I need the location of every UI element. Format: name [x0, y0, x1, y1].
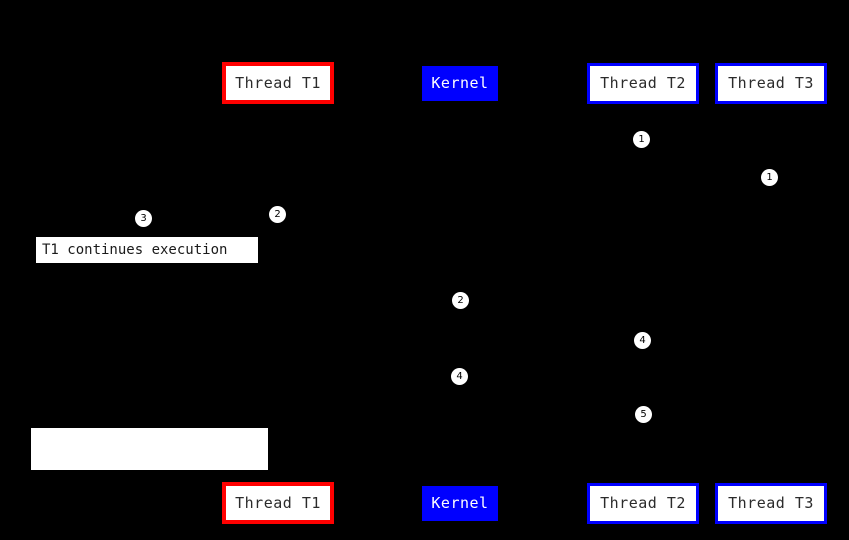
participant-thread-t3-top[interactable]: Thread T3 [715, 63, 827, 104]
participant-thread-t2-top-label: Thread T2 [600, 74, 686, 92]
step-badge-t1-2-number: 2 [274, 208, 281, 220]
participant-thread-t1-bottom-label: Thread T1 [235, 493, 321, 512]
step-badge-t1-2: 2 [269, 206, 286, 223]
step-badge-t2-4: 4 [634, 332, 651, 349]
participant-thread-t3-bottom-label: Thread T3 [728, 494, 814, 512]
note-t1-continues-execution: T1 continues execution [36, 237, 258, 263]
participant-thread-t1-bottom[interactable]: Thread T1 [222, 482, 334, 524]
step-badge-t1-3-number: 3 [140, 212, 147, 224]
lifeline-t1 [278, 104, 279, 482]
lifeline-t2 [643, 104, 644, 483]
note-t1-continues-execution-text: T1 continues execution [42, 242, 228, 258]
step-badge-t2-1-number: 1 [638, 133, 645, 145]
step-badge-t3-1-number: 1 [766, 171, 773, 183]
participant-thread-t1-top[interactable]: Thread T1 [222, 62, 334, 104]
step-badge-t1-3: 3 [135, 210, 152, 227]
participant-thread-t1-top-label: Thread T1 [235, 73, 321, 92]
participant-thread-t3-top-label: Thread T3 [728, 74, 814, 92]
step-badge-kernel-2-number: 2 [457, 294, 464, 306]
step-badge-kernel-4: 4 [451, 368, 468, 385]
participant-kernel-top-label: Kernel [431, 74, 489, 92]
participant-kernel-bottom-label: Kernel [431, 494, 489, 512]
step-badge-t2-5-number: 5 [640, 408, 647, 420]
participant-thread-t2-bottom-label: Thread T2 [600, 494, 686, 512]
participant-kernel-bottom[interactable]: Kernel [422, 486, 498, 521]
step-badge-kernel-4-number: 4 [456, 370, 463, 382]
lifeline-t3 [771, 104, 772, 483]
step-badge-t3-1: 1 [761, 169, 778, 186]
participant-thread-t3-bottom[interactable]: Thread T3 [715, 483, 827, 524]
note-blank-bottom [31, 428, 268, 470]
step-badge-kernel-2: 2 [452, 292, 469, 309]
step-badge-t2-4-number: 4 [639, 334, 646, 346]
participant-thread-t2-top[interactable]: Thread T2 [587, 63, 699, 104]
participant-kernel-top[interactable]: Kernel [422, 66, 498, 101]
step-badge-t2-1: 1 [633, 131, 650, 148]
step-badge-t2-5: 5 [635, 406, 652, 423]
participant-thread-t2-bottom[interactable]: Thread T2 [587, 483, 699, 524]
